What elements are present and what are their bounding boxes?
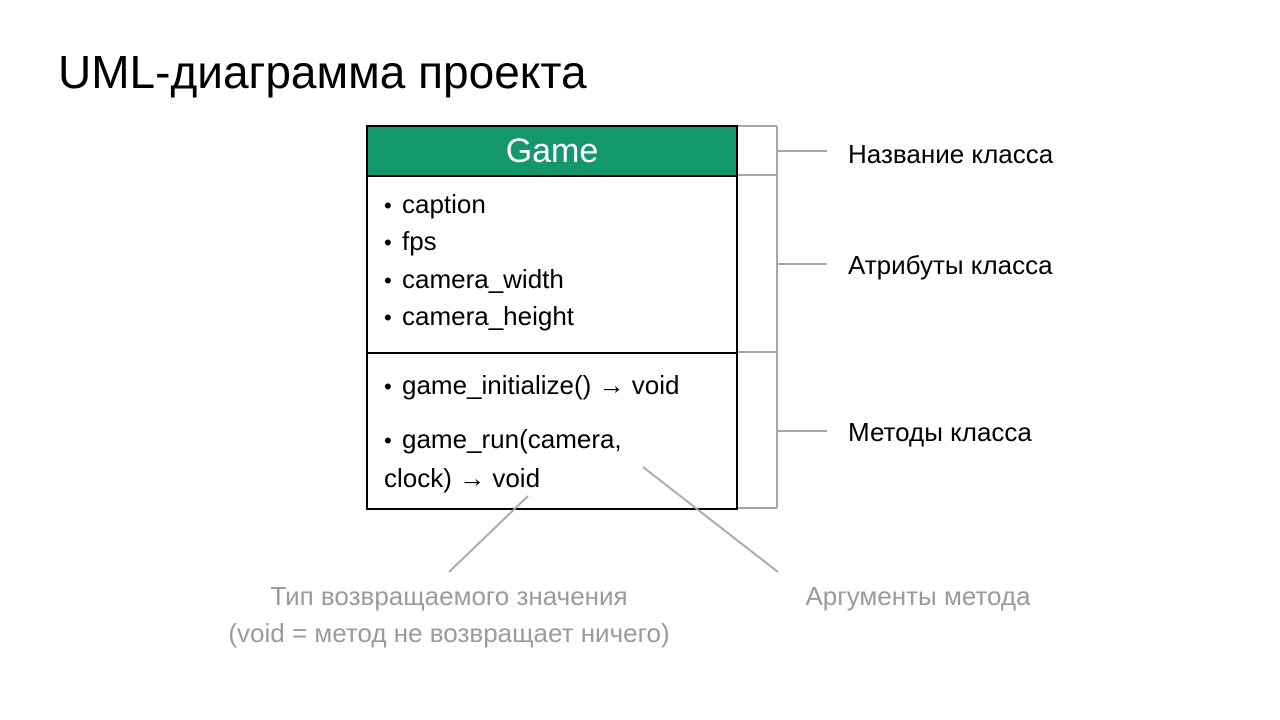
arguments-note: Аргументы метода	[805, 581, 1031, 611]
method-item: • game_run(camera,	[384, 419, 622, 461]
attribute-item: • camera_height	[384, 301, 574, 333]
return-type-note: Тип возвращаемого значения (void = метод…	[180, 578, 718, 652]
attribute-label: camera_width	[402, 264, 564, 294]
method-label: game_initialize() → void	[402, 370, 680, 400]
slide-title: UML-диаграмма проекта	[58, 46, 587, 98]
class-name: Game	[368, 127, 736, 177]
attribute-label: caption	[402, 189, 486, 219]
attribute-label: camera_height	[402, 301, 574, 331]
attributes-section: • caption • fps • camera_width • camera_heig…	[368, 177, 736, 354]
bullet-icon: •	[384, 305, 392, 330]
attribute-label: fps	[402, 226, 437, 256]
return-type-note-line1: Тип возвращаемого значения	[270, 581, 628, 611]
attribute-item: • caption	[384, 189, 486, 221]
bullet-icon: •	[384, 374, 392, 399]
label-attributes: Атрибуты класса	[848, 250, 1053, 280]
attribute-item: • fps	[384, 226, 437, 258]
return-type-pointer	[448, 495, 529, 573]
bullet-icon: •	[384, 193, 392, 218]
return-type-note-line2: (void = метод не возвращает ничего)	[228, 618, 670, 648]
bullet-icon: •	[384, 230, 392, 255]
attribute-item: • camera_width	[384, 264, 564, 296]
bullet-icon: •	[384, 268, 392, 293]
label-class-name: Название класса	[848, 139, 1054, 169]
method-label: game_run(camera,	[402, 424, 622, 454]
label-methods: Методы класса	[848, 417, 1032, 447]
uml-class-box: Game • caption • fps • camera_width • camera…	[366, 125, 738, 510]
method-item: • game_initialize() → void	[384, 365, 679, 407]
bullet-icon: •	[384, 428, 392, 453]
method-item-continuation: clock) → void	[384, 463, 541, 493]
methods-section: • game_initialize() → void • game_run(came…	[368, 354, 736, 508]
arguments-pointer	[642, 466, 779, 573]
